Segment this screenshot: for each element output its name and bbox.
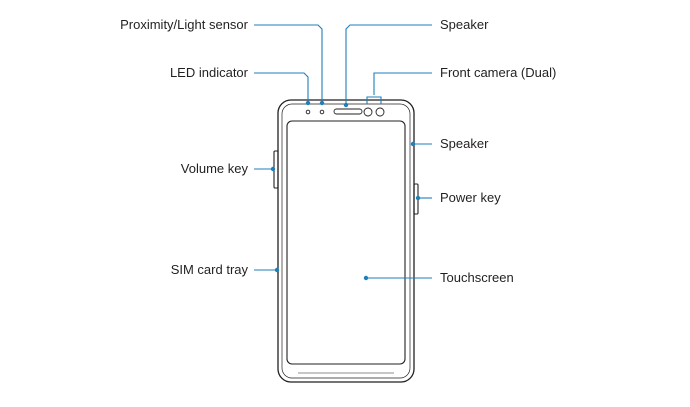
callout-dot-power-key xyxy=(415,195,421,201)
proximity-sensor-dot xyxy=(319,109,325,115)
label-proximity-sensor: Proximity/Light sensor xyxy=(120,17,248,32)
label-power-key: Power key xyxy=(440,190,501,205)
label-front-camera: Front camera (Dual) xyxy=(440,65,557,80)
touchscreen-area xyxy=(286,120,406,365)
callout-line-speaker-top xyxy=(345,24,432,105)
callout-dot-led xyxy=(305,100,311,106)
label-touchscreen: Touchscreen xyxy=(440,270,514,285)
phone-body xyxy=(277,99,415,383)
callout-bracket-front-camera xyxy=(366,96,382,104)
label-speaker-top: Speaker xyxy=(440,17,489,32)
label-volume-key: Volume key xyxy=(180,161,248,176)
label-speaker-side: Speaker xyxy=(440,136,489,151)
callout-dot-volume-key xyxy=(270,166,276,172)
earpiece-speaker-grille xyxy=(333,108,363,115)
callout-dot-speaker-top xyxy=(343,102,349,108)
callout-line-front-camera xyxy=(373,72,432,95)
callout-dot-speaker-side xyxy=(410,141,416,147)
callout-dot-proximity xyxy=(319,100,325,106)
callout-line-proximity xyxy=(254,24,323,103)
callout-dot-sim-tray xyxy=(274,267,280,273)
phone-bezel xyxy=(281,103,411,379)
label-sim-card-tray: SIM card tray xyxy=(170,262,248,277)
label-led-indicator: LED indicator xyxy=(169,65,248,80)
led-indicator-dot xyxy=(305,109,311,115)
front-camera-lens-2 xyxy=(375,107,385,117)
callout-line-led xyxy=(254,72,309,103)
callout-dot-touchscreen xyxy=(363,275,369,281)
front-camera-lens-1 xyxy=(363,107,373,117)
